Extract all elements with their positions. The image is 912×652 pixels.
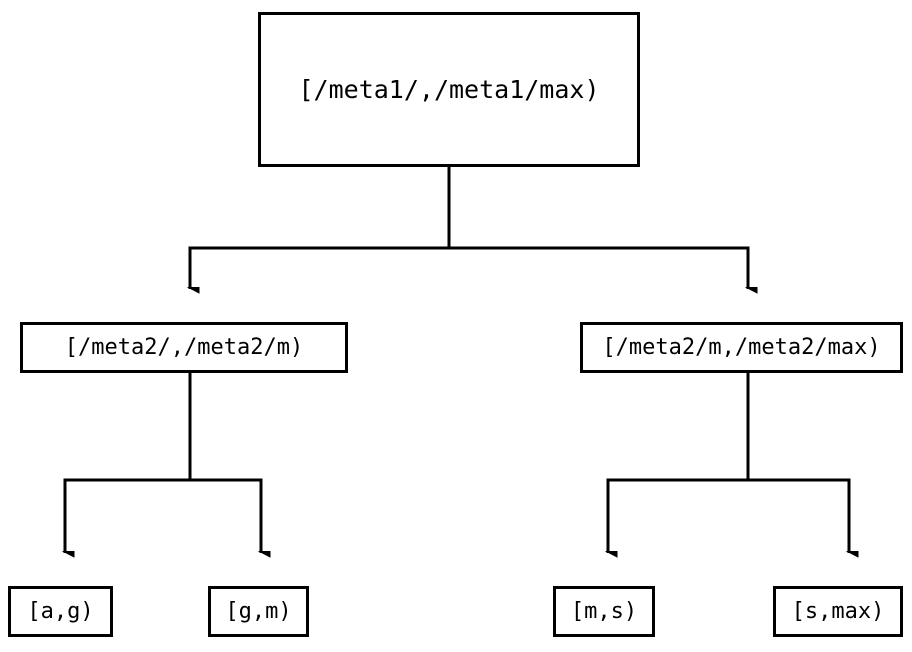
tree-node-leaf-smax[interactable]: [s,max) bbox=[773, 586, 903, 637]
tree-node-leaf-ag[interactable]: [a,g) bbox=[8, 586, 113, 637]
tree-node-leaf-ms[interactable]: [m,s) bbox=[553, 586, 655, 637]
tree-node-leaf-ms-label: [m,s) bbox=[570, 598, 638, 624]
tree-node-mid-right[interactable]: [/meta2/m,/meta2/max) bbox=[580, 322, 903, 373]
tree-node-mid-left-label: [/meta2/,/meta2/m) bbox=[64, 334, 304, 360]
edge-mid-left-to-leaf-ag bbox=[65, 373, 192, 553]
edge-root-to-mid-right bbox=[447, 167, 748, 289]
tree-node-mid-left[interactable]: [/meta2/,/meta2/m) bbox=[20, 322, 348, 373]
edge-root-to-mid-left bbox=[190, 167, 451, 289]
tree-node-leaf-gm[interactable]: [g,m) bbox=[208, 586, 309, 637]
tree-node-leaf-smax-label: [s,max) bbox=[791, 598, 885, 624]
tree-node-leaf-gm-label: [g,m) bbox=[225, 598, 292, 624]
tree-node-root[interactable]: [/meta1/,/meta1/max) bbox=[258, 12, 640, 167]
edge-mid-right-to-leaf-ms bbox=[608, 373, 750, 553]
edge-mid-right-to-leaf-smax bbox=[746, 373, 849, 553]
tree-node-mid-right-label: [/meta2/m,/meta2/max) bbox=[602, 334, 881, 360]
edge-mid-left-to-leaf-gm bbox=[188, 373, 261, 553]
tree-node-root-label: [/meta1/,/meta1/max) bbox=[298, 75, 600, 104]
tree-node-leaf-ag-label: [a,g) bbox=[27, 598, 94, 624]
